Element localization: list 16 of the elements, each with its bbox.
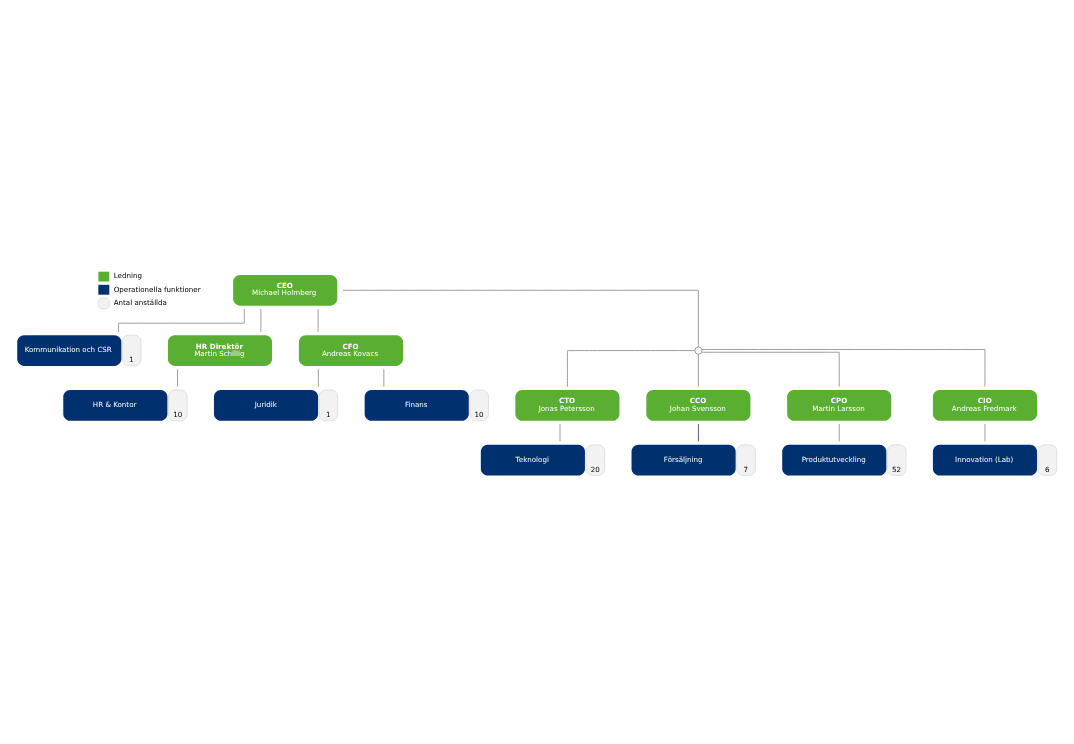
connector [559, 423, 561, 442]
connector [383, 368, 385, 387]
node-circle [694, 346, 703, 355]
connector [701, 351, 840, 387]
connector [567, 349, 696, 387]
connector [342, 289, 699, 347]
connector [118, 308, 245, 332]
connector [838, 423, 840, 442]
connector [317, 368, 319, 387]
connector [701, 348, 986, 387]
connector [317, 308, 319, 332]
connector [984, 423, 986, 442]
connector [177, 368, 178, 387]
connector [260, 308, 262, 332]
connector [697, 353, 699, 387]
connector [697, 423, 699, 442]
